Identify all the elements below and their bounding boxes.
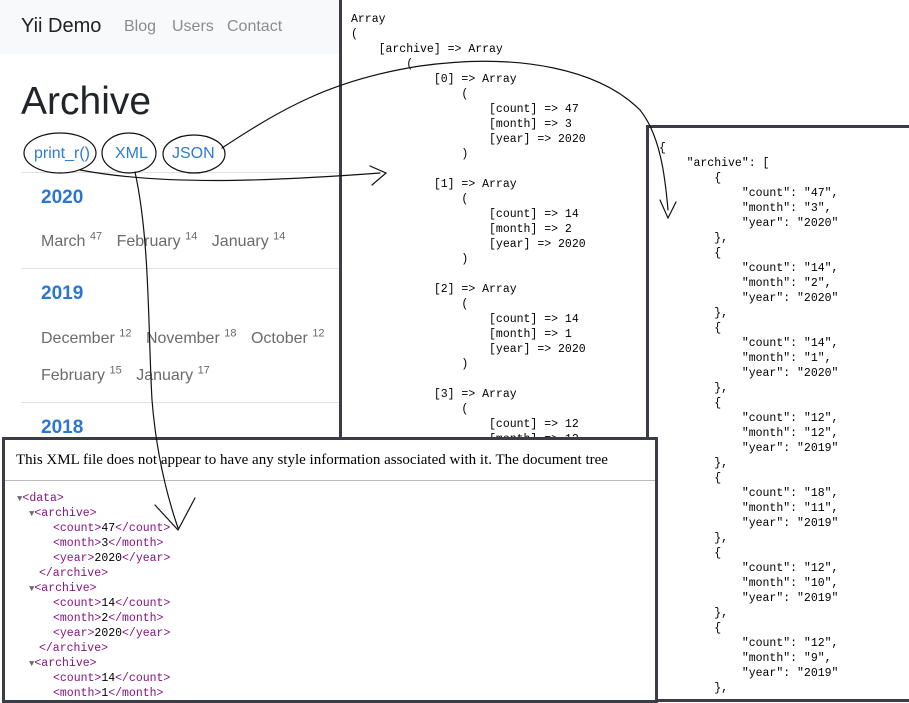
xml-tag: <archive> (34, 582, 97, 595)
xml-output-window: This XML file does not appear to have an… (2, 437, 658, 703)
xml-root-tag: data (29, 492, 57, 505)
json-link[interactable]: JSON (172, 145, 215, 162)
xml-value: 2 (101, 612, 109, 625)
year-link[interactable]: 2019 (41, 283, 84, 305)
collapse-triangle-icon[interactable]: ▼ (29, 659, 35, 669)
xml-tree: ▼<data> ▼<archive> <count>47</count> <mo… (17, 492, 171, 700)
month-count: 47 (89, 231, 103, 243)
print-r-link[interactable]: print_r() (34, 145, 91, 162)
year-link[interactable]: 2020 (41, 187, 84, 208)
month-count: 17 (197, 364, 210, 377)
month-count: 15 (109, 364, 122, 377)
month-list: March 47 February 14 January 14 (41, 221, 351, 258)
collapse-triangle-icon[interactable]: ▼ (29, 584, 35, 594)
month-count: 14 (185, 231, 198, 243)
month-link[interactable]: October 12 (250, 327, 325, 347)
nav-link-users[interactable]: Users (172, 18, 214, 35)
month-count: 14 (273, 231, 286, 243)
month-link[interactable]: November 18 (145, 327, 237, 347)
month-count: 18 (224, 327, 237, 340)
month-link[interactable]: March 47 (41, 231, 103, 251)
json-output: { "archive": [ { "count": "47", "month":… (659, 142, 839, 695)
month-link[interactable]: February 14 (116, 231, 198, 251)
month-count: 12 (312, 327, 325, 340)
xml-value: 2020 (94, 627, 123, 640)
xml-tag: <archive> (34, 507, 97, 520)
month-list: December 12 November 18 October 12 Febru… (41, 317, 351, 392)
archive-year-list: 2020 March 47 February 14 January 14 201… (21, 172, 351, 462)
collapse-triangle-icon[interactable]: ▼ (17, 494, 23, 504)
json-output-window: { "archive": [ { "count": "47", "month":… (646, 125, 909, 702)
xml-link[interactable]: XML (115, 145, 148, 162)
month-name: January (211, 233, 269, 251)
xml-value: 3 (101, 537, 109, 550)
xml-value: 14 (101, 672, 116, 685)
month-count: 12 (119, 327, 132, 340)
month-link[interactable]: December 12 (41, 327, 132, 347)
xml-value: 2020 (94, 552, 123, 565)
month-name: March (41, 233, 86, 251)
year-block: 2019 December 12 November 18 October 12 … (21, 269, 351, 403)
month-name: November (145, 329, 220, 347)
year-block: 2020 March 47 February 14 January 14 (21, 173, 351, 270)
xml-style-notice: This XML file does not appear to have an… (5, 440, 655, 481)
month-link[interactable]: January 14 (211, 231, 286, 251)
year-link[interactable]: 2018 (41, 416, 84, 438)
month-name: December (41, 329, 115, 347)
month-name: October (250, 329, 308, 347)
month-name: February (116, 233, 181, 251)
page-title: Archive (21, 80, 152, 123)
brand-link[interactable]: Yii Demo (21, 15, 102, 37)
collapse-triangle-icon[interactable]: ▼ (29, 509, 35, 519)
month-name: January (136, 366, 194, 384)
xml-value: 47 (101, 522, 116, 535)
nav-link-blog[interactable]: Blog (124, 18, 157, 35)
xml-value: 14 (101, 597, 116, 610)
xml-tag: <archive> (34, 657, 97, 670)
nav-link-contact[interactable]: Contact (227, 18, 283, 35)
month-link[interactable]: January 17 (136, 364, 210, 384)
month-link[interactable]: February 15 (41, 364, 122, 384)
month-name: February (41, 366, 106, 384)
